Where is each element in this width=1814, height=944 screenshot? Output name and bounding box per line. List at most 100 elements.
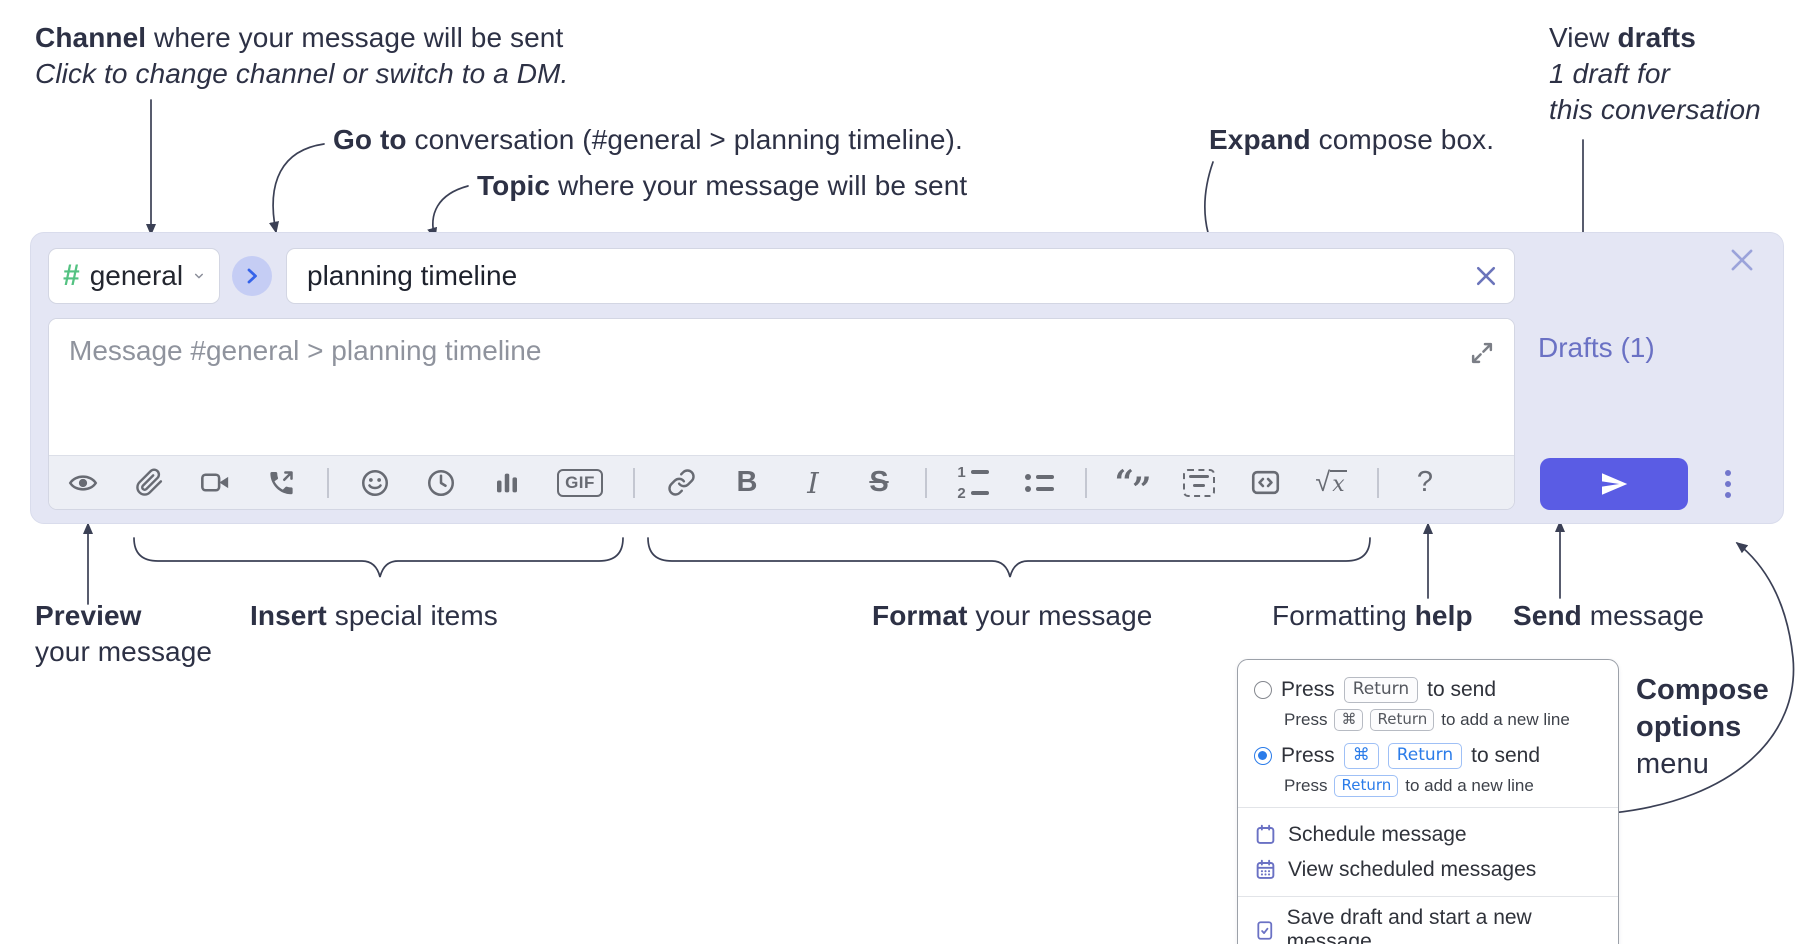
bulleted-list-icon — [1024, 473, 1054, 492]
menu-divider — [1238, 896, 1618, 897]
key-return: Return — [1370, 709, 1435, 731]
video-camera-icon — [200, 473, 228, 492]
topic-annotation: Topic where your message will be sent — [477, 170, 968, 201]
expand-annotation: Expand compose box. — [1209, 124, 1495, 155]
video-call-button[interactable] — [195, 463, 235, 503]
key-return: Return — [1387, 742, 1463, 770]
compose-toolbar: GIF B I S — [49, 455, 1514, 509]
preview-annotation: Preview your message — [35, 600, 213, 667]
quote-button[interactable]: “” — [1113, 462, 1153, 510]
toolbar-divider — [327, 467, 329, 498]
topic-input[interactable] — [287, 260, 1464, 292]
poll-bar-chart-icon — [497, 473, 517, 492]
preview-button[interactable] — [63, 463, 103, 503]
menu-item-save-draft-new-message[interactable]: Save draft and start a new message — [1254, 906, 1602, 944]
calendar-dots-icon — [1256, 859, 1275, 879]
goto-connector — [269, 143, 325, 234]
insert-underbrace — [133, 537, 624, 578]
math-icon: √x — [1315, 467, 1347, 497]
formatting-help-button[interactable]: ? — [1405, 463, 1445, 503]
clear-topic-button[interactable] — [1464, 254, 1508, 298]
drafts-link[interactable]: Drafts (1) — [1538, 332, 1655, 363]
voice-call-button[interactable] — [261, 463, 301, 503]
send-annotation: Send message — [1513, 600, 1705, 631]
emoji-button[interactable] — [355, 463, 395, 503]
toolbar-divider — [633, 467, 635, 498]
send-button[interactable] — [1540, 458, 1688, 510]
go-to-conversation-button[interactable] — [232, 256, 272, 296]
expand-diagonal-icon — [1471, 342, 1493, 364]
code-button[interactable] — [1245, 463, 1285, 503]
link-button[interactable] — [661, 463, 701, 503]
strikethrough-button[interactable]: S — [859, 463, 899, 503]
italic-icon: I — [807, 465, 819, 500]
chevron-right-icon — [247, 268, 257, 284]
smiley-icon — [362, 469, 388, 496]
toolbar-divider — [1085, 467, 1087, 498]
channel-annotation: Channel where your message will be sent … — [35, 22, 569, 89]
compose-options-annotation: Compose options menu — [1636, 674, 1769, 780]
channel-selector-button[interactable]: # general — [48, 248, 220, 304]
math-button[interactable]: √x — [1311, 463, 1351, 503]
close-compose-button[interactable] — [1722, 240, 1762, 280]
eye-icon — [68, 474, 98, 491]
gif-icon: GIF — [557, 468, 603, 497]
compose-send-options-menu: Press Return to send Press ⌘ Return to a… — [1237, 659, 1619, 944]
chevron-down-icon — [195, 273, 204, 279]
strikethrough-icon: S — [869, 466, 889, 498]
numbered-list-button[interactable]: 1 2 — [953, 463, 993, 503]
spoiler-button[interactable] — [1179, 463, 1219, 503]
code-icon — [1251, 470, 1279, 495]
spoiler-icon — [1183, 468, 1215, 497]
topic-connector — [427, 185, 469, 240]
key-cmd: ⌘ — [1343, 742, 1379, 770]
attach-file-button[interactable] — [129, 463, 169, 503]
vertical-ellipsis-icon — [1725, 470, 1731, 476]
radio-unselected[interactable] — [1254, 681, 1272, 699]
key-return: Return — [1343, 676, 1419, 704]
paperclip-icon — [135, 468, 162, 496]
option-cmd-enter-to-send-hint: Press Return to add a new line — [1284, 775, 1534, 797]
ordered-list-icon: 1 2 — [957, 465, 989, 501]
toolbar-divider — [925, 467, 927, 498]
format-underbrace — [647, 537, 1371, 578]
key-cmd: ⌘ — [1334, 709, 1364, 731]
bulleted-list-button[interactable] — [1019, 463, 1059, 503]
message-input[interactable] — [49, 319, 1514, 455]
poll-button[interactable] — [487, 463, 527, 503]
link-icon — [667, 469, 695, 496]
phone-call-icon — [270, 470, 293, 494]
format-annotation: Format your message — [872, 600, 1153, 631]
time-mention-button[interactable] — [421, 463, 461, 503]
bold-button[interactable]: B — [727, 463, 767, 503]
hash-icon: # — [63, 259, 80, 292]
help-icon: ? — [1416, 466, 1434, 498]
gif-button[interactable]: GIF — [553, 463, 607, 503]
menu-item-view-scheduled-messages[interactable]: View scheduled messages — [1254, 852, 1602, 887]
insert-annotation: Insert special items — [250, 600, 498, 631]
send-plane-icon — [1602, 473, 1628, 495]
goto-annotation: Go to conversation (#general > planning … — [333, 124, 963, 155]
message-compose-area: GIF B I S — [48, 318, 1515, 510]
view-drafts-annotation: View drafts 1 draft for this conversatio… — [1549, 22, 1761, 125]
quote-icon: “” — [1114, 462, 1152, 510]
radio-selected[interactable] — [1254, 747, 1272, 765]
italic-button[interactable]: I — [793, 463, 833, 503]
channel-name: general — [89, 260, 184, 291]
close-x-icon — [1731, 249, 1753, 271]
key-return: Return — [1334, 775, 1399, 797]
menu-divider — [1238, 807, 1618, 808]
compose-options-button[interactable] — [1706, 458, 1750, 510]
expand-compose-button[interactable] — [1462, 335, 1502, 371]
topic-input-wrap — [286, 248, 1515, 304]
calendar-icon — [1256, 824, 1275, 844]
option-cmd-enter-to-send[interactable]: Press ⌘ Return to send — [1254, 739, 1602, 773]
toolbar-divider — [1377, 467, 1379, 498]
bold-icon: B — [736, 466, 758, 498]
clear-x-icon — [1476, 266, 1496, 286]
formatting-help-annotation: Formatting help — [1272, 600, 1473, 631]
menu-item-schedule-message[interactable]: Schedule message — [1254, 817, 1602, 852]
option-enter-to-send[interactable]: Press Return to send — [1254, 673, 1602, 707]
option-enter-to-send-hint: Press ⌘ Return to add a new line — [1284, 709, 1570, 731]
